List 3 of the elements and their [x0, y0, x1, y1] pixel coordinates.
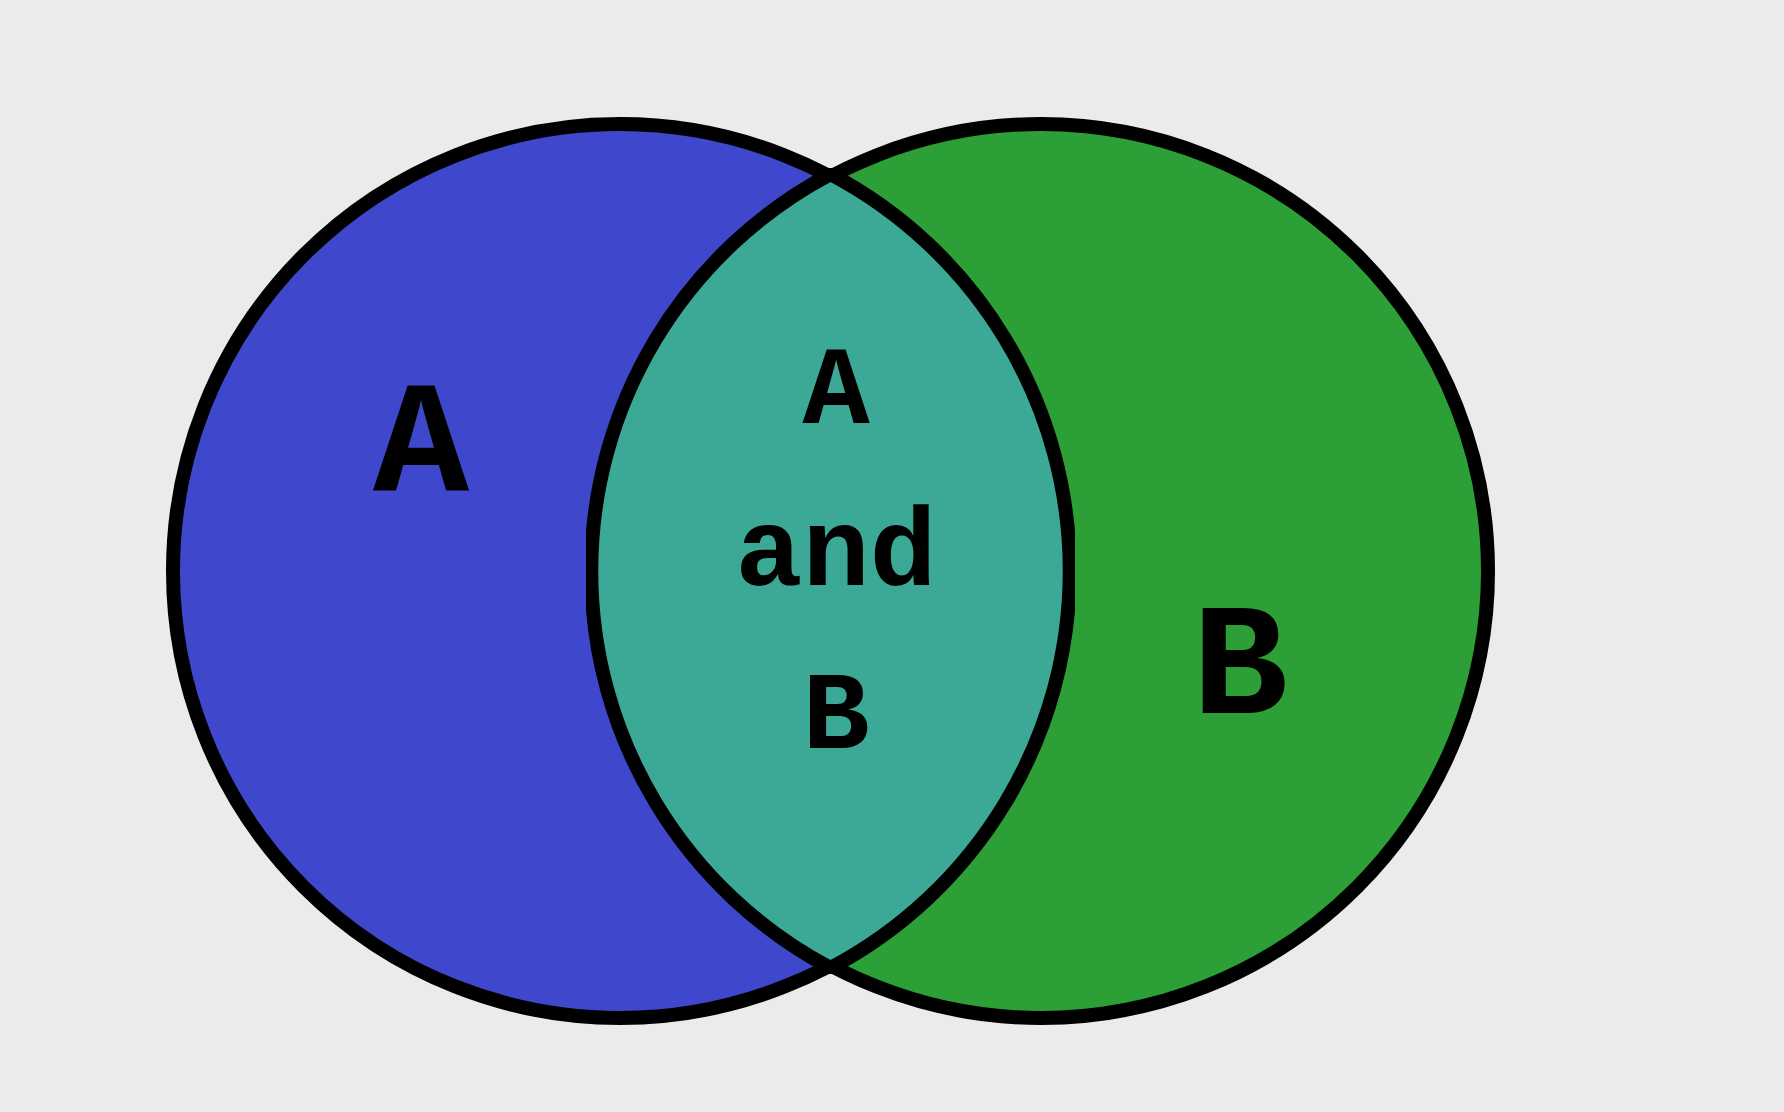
- set-label: B: [1191, 579, 1289, 763]
- intersection-label: A and B: [734, 329, 938, 785]
- set-label: A: [372, 357, 470, 541]
